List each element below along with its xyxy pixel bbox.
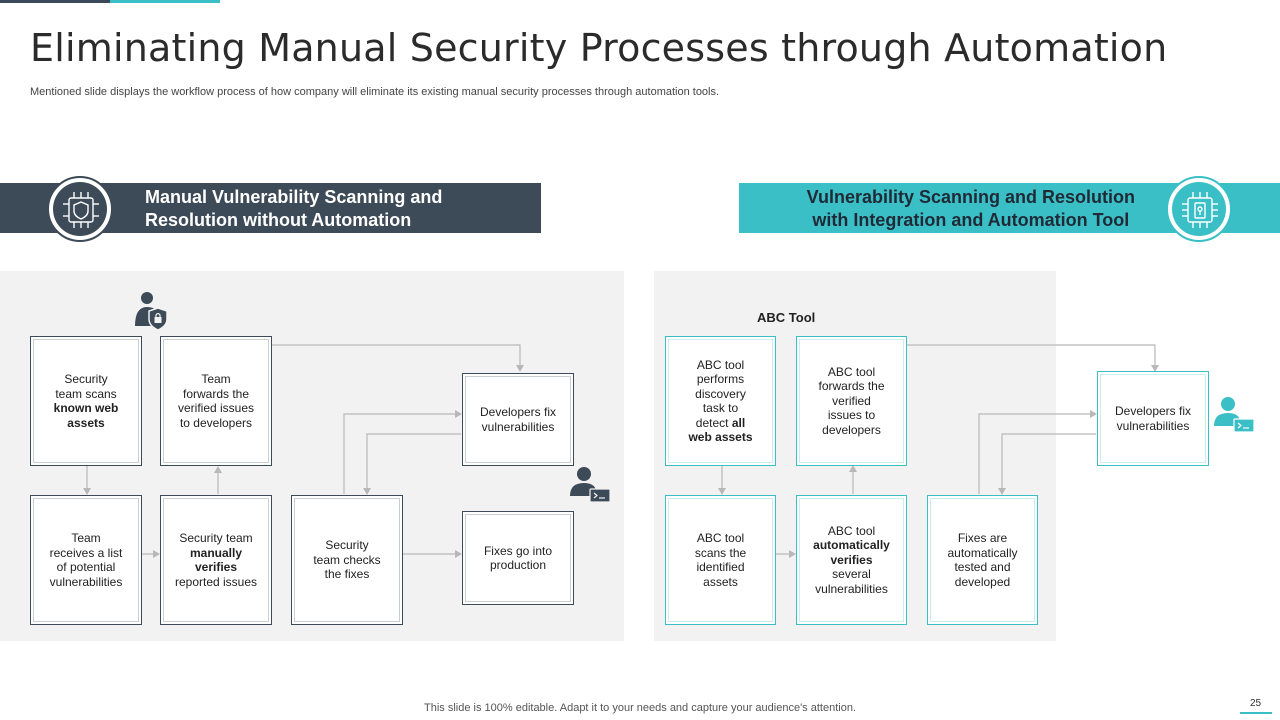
manual-devfix-box: Developers fix vulnerabilities	[462, 373, 574, 466]
top-accent-bar-dark	[0, 0, 110, 3]
page-number-underline	[1240, 712, 1272, 714]
abc-tool-label: ABC Tool	[757, 310, 816, 325]
manual-heading: Manual Vulnerability Scanning and Resolu…	[145, 187, 443, 230]
lock-chip-badge	[1166, 176, 1232, 242]
auto-fixes-box: Fixes are automatically tested and devel…	[927, 495, 1038, 625]
manual-scan-box: Security team scans known web assets	[30, 336, 142, 466]
arrow-devfix-to-fixes	[998, 433, 1096, 495]
arrow-fixes-to-devfix	[978, 410, 1097, 494]
auto-verify-box: ABC tool automatically verifies several …	[796, 495, 907, 625]
developer-terminal-teal-icon	[1214, 397, 1255, 433]
auto-devfix-box: Developers fix vulnerabilities	[1097, 371, 1209, 466]
auto-forward-box: ABC tool forwards the verified issues to…	[796, 336, 907, 466]
auto-discovery-box: ABC tool performs discovery task to dete…	[665, 336, 776, 466]
manual-check-box: Security team checks the fixes	[291, 495, 403, 625]
auto-scan-box: ABC tool scans the identified assets	[665, 495, 776, 625]
top-accent-bar-teal	[110, 0, 220, 3]
page-number: 25	[1250, 698, 1262, 709]
lock-chip-icon	[1182, 192, 1218, 228]
slide-subtitle: Mentioned slide displays the workflow pr…	[30, 86, 720, 98]
arrow-forward-to-devfix-auto	[907, 344, 1159, 372]
shield-chip-badge	[47, 176, 113, 242]
shield-chip-icon	[63, 192, 99, 228]
developer-terminal-icon	[570, 467, 611, 503]
user-lock-icon	[135, 292, 168, 331]
slide-footer: This slide is 100% editable. Adapt it to…	[424, 702, 856, 714]
manual-verify-box: Security team manually verifies reported…	[160, 495, 272, 625]
automation-heading: Vulnerability Scanning and Resolution wi…	[806, 187, 1135, 230]
arrow-forward-to-devfix	[272, 344, 524, 372]
arrow-devfix-to-check	[363, 433, 461, 495]
slide-title: Eliminating Manual Security Processes th…	[30, 26, 1168, 70]
manual-production-box: Fixes go into production	[462, 511, 574, 605]
manual-receive-box: Team receives a list of potential vulner…	[30, 495, 142, 625]
arrow-check-to-devfix	[343, 410, 462, 494]
manual-forward-box: Team forwards the verified issues to dev…	[160, 336, 272, 466]
